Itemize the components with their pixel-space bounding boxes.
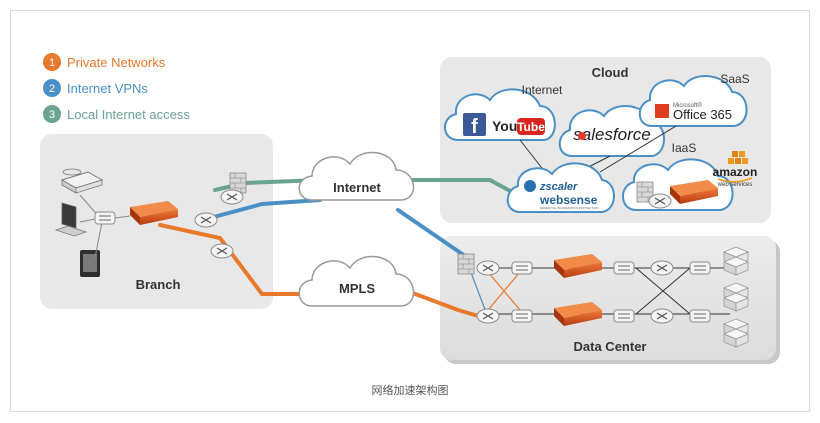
youtube-logo-icon xyxy=(517,118,545,135)
branch-switch-icon xyxy=(94,211,116,225)
dc-switch-4-icon xyxy=(613,309,635,323)
legend-number: 1 xyxy=(49,57,55,69)
cloud-internet-label: Internet xyxy=(522,83,563,97)
dc-switch-5-icon xyxy=(689,261,711,275)
branch-edge-router-2-icon xyxy=(194,212,218,228)
dc-switch-3-icon xyxy=(613,261,635,275)
office365-logo-text: Office 365 xyxy=(673,107,732,122)
datacenter-network xyxy=(457,253,730,326)
saas-bubble: SaaS Microsoft® Office 365 xyxy=(638,72,750,127)
local-link-internet-cloud xyxy=(398,178,514,194)
private-link-branch-mpls xyxy=(158,223,312,296)
zscaler-mark-icon xyxy=(524,180,536,192)
websense-tagline: ESSENTIAL INFORMATION PROTECTION xyxy=(540,206,599,210)
iaas-bubble: IaaS amazon web services xyxy=(622,141,758,211)
mpls-cloud: MPLS xyxy=(298,255,415,307)
server-stack xyxy=(723,246,749,348)
saas-label: SaaS xyxy=(720,72,749,86)
iaas-label: IaaS xyxy=(672,141,697,155)
internet-label: Internet xyxy=(333,180,381,195)
dc-router-2-icon xyxy=(476,308,500,324)
salesforce-bubble: salesforce xyxy=(558,104,665,157)
amazon-smile-icon xyxy=(717,177,753,183)
datacenter-label: Data Center xyxy=(574,339,647,354)
diagram-caption: 网络加速架构图 xyxy=(371,384,449,397)
branch-edge-router-1-icon xyxy=(220,189,244,205)
phone-icon xyxy=(60,168,104,194)
vpn-link-internet-dc xyxy=(396,208,470,260)
vpn-link-branch-internet xyxy=(208,198,322,220)
dc-switch-6-icon xyxy=(689,309,711,323)
youtube-logo-tube: Tube xyxy=(517,120,545,134)
legend-label: Local Internet access xyxy=(67,107,190,122)
legend-number: 2 xyxy=(49,83,55,95)
legend-item-vpn: 2 Internet VPNs xyxy=(43,79,148,97)
dc-switch-1-icon xyxy=(511,261,533,275)
legend-label: Private Networks xyxy=(67,55,166,70)
dc-router-1-icon xyxy=(476,260,500,276)
iaas-router-icon xyxy=(648,193,672,209)
facebook-logo-text: f xyxy=(471,116,478,138)
legend-item-local: 3 Local Internet access xyxy=(43,105,190,123)
salesforce-logo: salesforce xyxy=(573,125,650,144)
zscaler-logo: zscaler xyxy=(539,181,578,193)
websense-logo: websense xyxy=(539,193,598,207)
legend: 1 Private Networks 2 Internet VPNs 3 Loc… xyxy=(43,53,190,123)
dc-router-3-icon xyxy=(650,260,674,276)
aws-cubes-icon xyxy=(728,151,748,164)
amazon-ws-label: web services xyxy=(717,182,753,188)
office365-logo-icon xyxy=(655,104,669,118)
tablet-icon xyxy=(80,250,100,277)
youtube-logo-you: You xyxy=(492,118,517,134)
legend-number: 3 xyxy=(49,109,55,121)
legend-item-private: 1 Private Networks xyxy=(43,53,166,71)
legend-label: Internet VPNs xyxy=(67,81,148,96)
facebook-logo-icon xyxy=(463,113,486,136)
branch-label: Branch xyxy=(136,277,181,292)
monitor-icon xyxy=(54,202,88,237)
cloud-internet-bubble: Internet f You Tube xyxy=(444,83,563,141)
cloud-title: Cloud xyxy=(592,65,629,80)
branch-edge-router-3-icon xyxy=(210,243,234,259)
salesforce-mark-icon xyxy=(578,132,586,140)
dc-router-4-icon xyxy=(650,308,674,324)
amazon-logo-text: amazon xyxy=(713,165,758,179)
dc-switch-2-icon xyxy=(511,309,533,323)
internet-cloud: Internet xyxy=(298,151,415,201)
diagram-frame xyxy=(10,10,810,412)
zscaler-websense-bubble: zscaler websense ESSENTIAL INFORMATION P… xyxy=(506,162,615,213)
private-link-mpls-dc xyxy=(408,290,487,320)
office365-microsoft-label: Microsoft® xyxy=(673,102,702,109)
mpls-label: MPLS xyxy=(339,281,375,296)
branch-devices: Branch xyxy=(54,168,247,292)
dc-firewall-icon xyxy=(457,253,475,275)
